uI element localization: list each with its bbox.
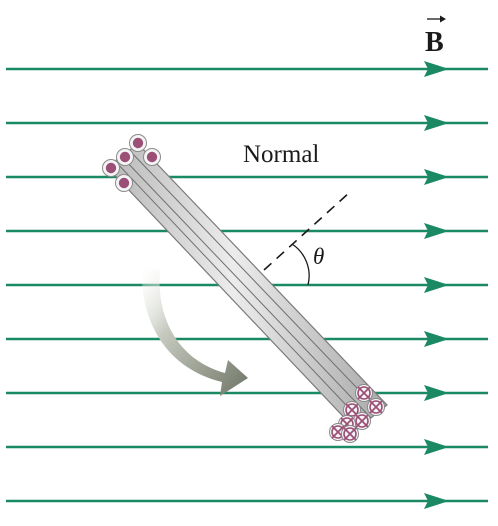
coil-wire-line xyxy=(129,150,380,412)
wire-end-dot xyxy=(129,134,147,152)
wire-end-cross xyxy=(341,425,359,443)
field-line-arrowhead xyxy=(424,223,449,239)
field-line-arrowhead xyxy=(424,277,449,293)
field-vector-label: B xyxy=(425,15,446,58)
field-line xyxy=(6,115,488,131)
field-line-arrowhead xyxy=(424,115,449,131)
field-line xyxy=(6,439,488,455)
coil-wire-line xyxy=(121,156,372,419)
wire-ends-current-in xyxy=(329,384,385,443)
field-symbol: B xyxy=(425,27,444,58)
wire-end-cross xyxy=(353,412,371,430)
field-line-arrowhead xyxy=(424,385,449,401)
coil-wire-line xyxy=(114,160,365,425)
field-line-arrowhead xyxy=(424,493,449,509)
field-line-arrowhead xyxy=(424,61,449,77)
wire-end-dot xyxy=(115,174,133,192)
field-line xyxy=(6,223,488,239)
wire-end-dot xyxy=(143,148,161,166)
wire-end-dot xyxy=(102,159,120,177)
field-line xyxy=(6,385,488,401)
field-line xyxy=(6,493,488,509)
wire-end-cross xyxy=(367,398,385,416)
angle-arc xyxy=(291,243,310,286)
field-line-arrowhead xyxy=(424,169,449,185)
field-line xyxy=(6,169,488,185)
coil-loop xyxy=(106,143,388,431)
field-line xyxy=(6,61,488,77)
field-line-arrowhead xyxy=(424,331,449,347)
rotation-arrow xyxy=(141,268,248,396)
wire-end-dot xyxy=(116,148,134,166)
wire-end-cross xyxy=(355,384,373,402)
theta-label: θ xyxy=(313,244,324,269)
wire-ends-current-out xyxy=(102,134,161,192)
magnetic-field-lines xyxy=(6,61,488,509)
normal-line xyxy=(263,191,351,271)
field-line xyxy=(6,331,488,347)
field-line-arrowhead xyxy=(424,439,449,455)
vector-arrow-head xyxy=(440,15,446,23)
normal-label: Normal xyxy=(243,141,319,168)
